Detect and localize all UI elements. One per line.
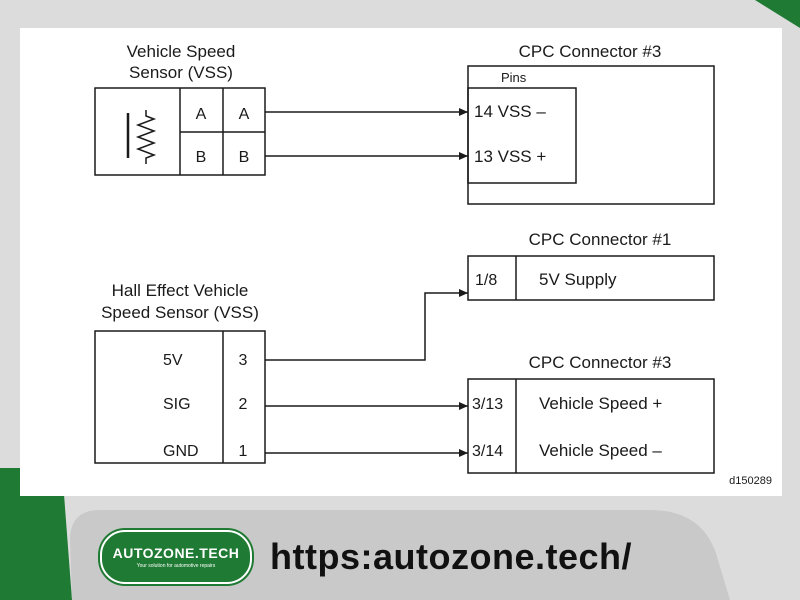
- vss-pin-inner-b: B: [196, 149, 207, 166]
- corner-accent-bottom-left: [0, 468, 72, 600]
- cpc1-pin: 1/8: [475, 272, 497, 289]
- vss-pin-outer-b: B: [239, 149, 250, 166]
- hall-title-line2: Speed Sensor (VSS): [101, 303, 259, 322]
- hall-pin-2: 2: [239, 396, 248, 413]
- cpc3-top-pins-box: [467, 87, 577, 184]
- arrow-vss-a: [459, 108, 468, 116]
- cpc3-bottom-label-plus: Vehicle Speed +: [539, 394, 662, 413]
- cpc1-label: 5V Supply: [539, 270, 617, 289]
- hall-pin-3: 3: [239, 352, 248, 369]
- cpc3-bottom-pin-313: 3/13: [472, 396, 503, 413]
- hall-pin-1: 1: [239, 443, 248, 460]
- vss-pin-outer-a: A: [239, 106, 250, 123]
- cpc3-bottom-title: CPC Connector #3: [529, 353, 672, 372]
- arrow-5v: [459, 289, 468, 297]
- wire-5v: [265, 292, 468, 361]
- logo-tagline: Your solution for automotive repairs: [136, 563, 216, 569]
- cpc3-top-pin-14: 14 VSS –: [474, 102, 546, 121]
- cpc3-top-pins-label: Pins: [501, 70, 527, 85]
- diagram-panel: [20, 28, 782, 496]
- vss-title-line1: Vehicle Speed: [127, 42, 236, 61]
- wiring-diagram: Vehicle Speed Sensor (VSS) A B A B CPC C…: [20, 28, 782, 496]
- site-url[interactable]: https:autozone.tech/: [270, 536, 632, 577]
- figure-id: d150289: [729, 475, 772, 487]
- cpc3-top-title: CPC Connector #3: [519, 42, 662, 61]
- footer-banner: AUTOZONE.TECH Your solution for automoti…: [70, 510, 730, 600]
- arrow-vss-b: [459, 152, 468, 160]
- cpc3-top-pin-13: 13 VSS +: [474, 147, 546, 166]
- hall-signal-gnd: GND: [163, 443, 199, 460]
- cpc3-bottom-pin-314: 3/14: [472, 443, 503, 460]
- vss-pin-inner-a: A: [196, 106, 207, 123]
- vss-title-line2: Sensor (VSS): [129, 63, 233, 82]
- cpc1-title: CPC Connector #1: [529, 230, 672, 249]
- hall-sensor-box: [94, 330, 266, 464]
- hall-signal-sig: SIG: [163, 396, 191, 413]
- logo-name: AUTOZONE.TECH: [112, 545, 240, 561]
- sensor-coil-icon: [135, 110, 157, 164]
- autozone-logo[interactable]: AUTOZONE.TECH Your solution for automoti…: [100, 530, 252, 584]
- hall-title-line1: Hall Effect Vehicle: [112, 281, 249, 300]
- cpc1-box: [467, 255, 715, 301]
- hall-signal-5v: 5V: [163, 352, 183, 369]
- cpc3-bottom-box: [467, 378, 715, 474]
- arrow-sig: [459, 402, 468, 410]
- corner-accent-top-right: [755, 0, 800, 28]
- arrow-gnd: [459, 449, 468, 457]
- cpc3-bottom-label-minus: Vehicle Speed –: [539, 441, 662, 460]
